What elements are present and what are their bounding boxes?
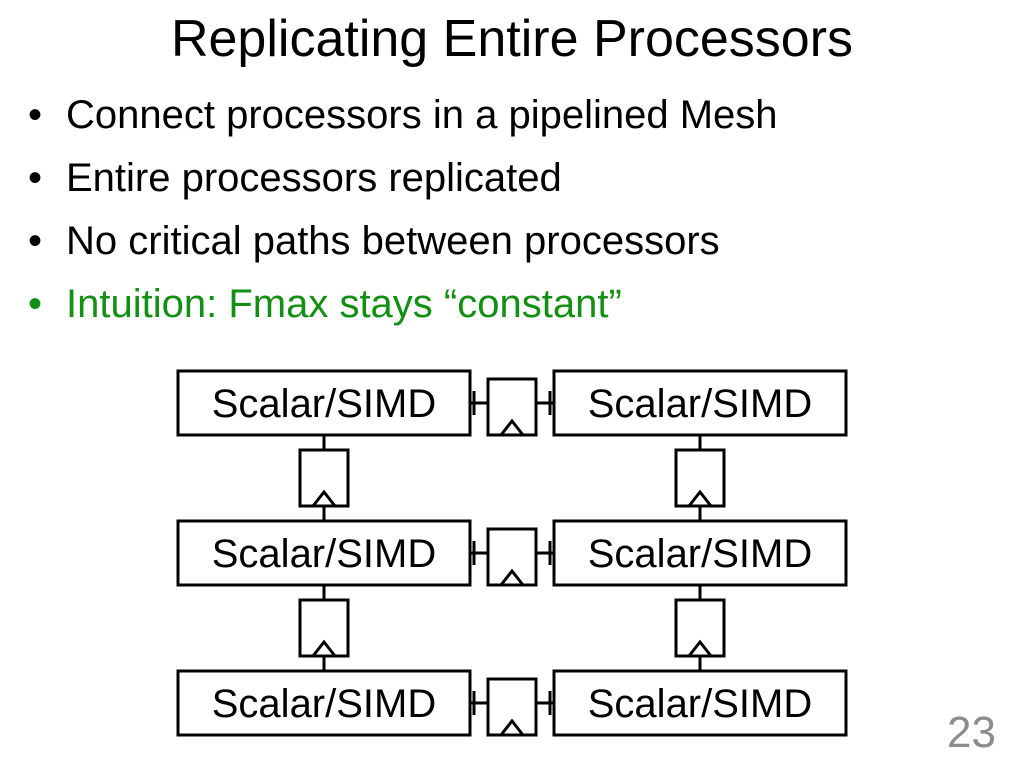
bullet-glyph: •	[28, 156, 43, 200]
bullet-item: • No critical paths between processors	[28, 218, 778, 281]
register-box	[486, 527, 538, 587]
bullet-item: • Connect processors in a pipelined Mesh	[28, 92, 778, 155]
clock-triangle-icon	[499, 568, 525, 586]
register-box	[298, 598, 350, 658]
clock-triangle-icon	[311, 639, 337, 657]
bullet-item: • Entire processors replicated	[28, 155, 778, 218]
processor-label: Scalar/SIMD	[212, 532, 437, 576]
clock-triangle-icon	[687, 489, 713, 507]
processor-label: Scalar/SIMD	[212, 382, 437, 426]
register-box	[674, 598, 726, 658]
clock-triangle-icon	[499, 718, 525, 736]
processor-label: Scalar/SIMD	[588, 382, 813, 426]
bullet-glyph: •	[28, 219, 43, 263]
register-box	[486, 677, 538, 737]
clock-triangle-icon	[499, 418, 525, 436]
slide-title: Replicating Entire Processors	[170, 10, 854, 68]
bullet-text: Connect processors in a pipelined Mesh	[66, 93, 778, 137]
page-number: 23	[947, 708, 996, 757]
bullet-glyph: •	[28, 93, 43, 137]
processor-label: Scalar/SIMD	[588, 682, 813, 726]
bullet-text: Intuition: Fmax stays “constant”	[66, 282, 622, 326]
bullet-item-highlight: • Intuition: Fmax stays “constant”	[28, 281, 778, 344]
clock-triangle-icon	[311, 489, 337, 507]
register-box	[674, 448, 726, 508]
bullet-text: Entire processors replicated	[66, 156, 562, 200]
register-box	[486, 377, 538, 437]
bullet-glyph: •	[28, 282, 43, 326]
clock-triangle-icon	[687, 639, 713, 657]
bullet-text: No critical paths between processors	[66, 219, 720, 263]
bullet-list: • Connect processors in a pipelined Mesh…	[28, 92, 778, 344]
processor-label: Scalar/SIMD	[212, 682, 437, 726]
processor-label: Scalar/SIMD	[588, 532, 813, 576]
register-box	[298, 448, 350, 508]
